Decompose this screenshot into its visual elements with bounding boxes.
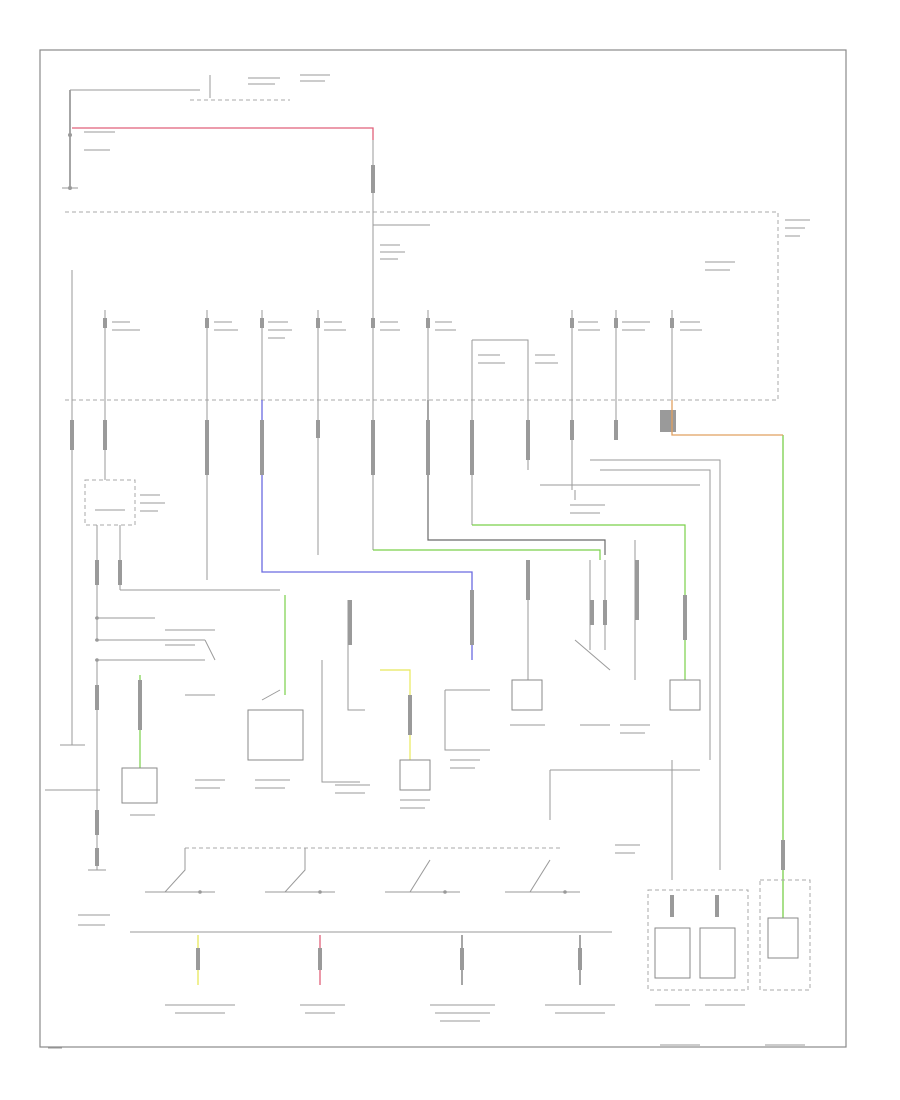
ignition-output-connectors xyxy=(196,948,582,970)
diagram-frame xyxy=(39,49,847,1048)
fuse-relay-box xyxy=(65,210,779,401)
orange-circuit-wire xyxy=(671,400,783,436)
colored-wire-connectors xyxy=(138,420,785,870)
yellow-circuit-wire xyxy=(380,669,411,760)
right-bottom-modules xyxy=(647,879,811,991)
fuse-columns xyxy=(71,270,674,400)
component-boxes xyxy=(121,600,701,804)
ignition-switch xyxy=(130,847,612,933)
green-circuit-wire-2 xyxy=(472,524,686,680)
blue-circuit-wire xyxy=(261,400,473,660)
left-relay-area xyxy=(45,479,280,871)
right-side-wiring xyxy=(527,459,721,880)
tiny-labels xyxy=(48,74,810,1049)
green-circuit-wire-1 xyxy=(373,549,601,560)
battery-positive-wire xyxy=(72,127,374,140)
